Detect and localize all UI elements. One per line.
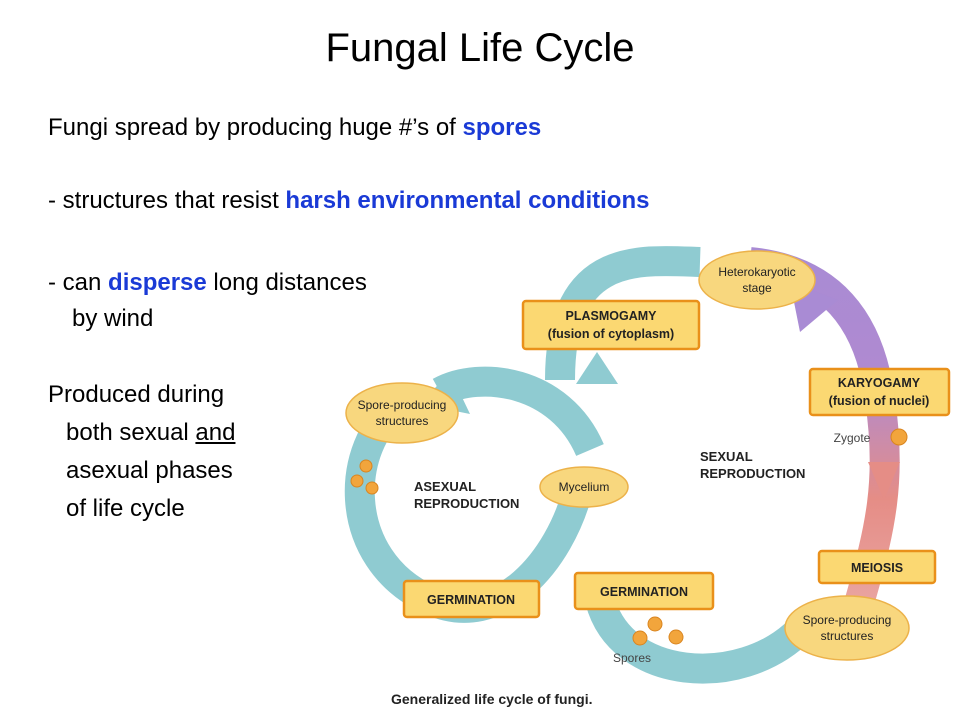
highlight-harsh-conditions: harsh environmental conditions <box>285 187 650 214</box>
spore-structures-top-label: Spore-producing <box>358 398 447 412</box>
arrowhead-to-plasmogamy <box>576 352 618 384</box>
text-line-produced: Produced during <box>48 381 225 408</box>
text-l3-a: - can <box>48 269 109 296</box>
asexual-spore <box>350 474 364 488</box>
text-line-harsh: - structures that resist harsh environme… <box>48 186 649 216</box>
asexual-label: ASEXUAL <box>414 479 476 494</box>
mycelium-ellipse: Mycelium <box>539 466 629 508</box>
karyogamy-label: KARYOGAMY <box>838 376 921 390</box>
sexual-label: SEXUAL <box>700 449 753 464</box>
germination-asexual-label: GERMINATION <box>427 593 515 607</box>
sexual-spore <box>647 616 663 632</box>
spore-structures-ellipse-bottom: Spore-producing structures <box>784 595 910 661</box>
text-line-both: both sexual and <box>66 418 235 448</box>
spore-structures-bottom-label: Spore-producing <box>803 613 892 627</box>
meiosis-box: MEIOSIS <box>817 549 937 585</box>
text-line-wind: by wind <box>72 305 154 332</box>
underlined-and: and <box>195 419 236 446</box>
highlight-disperse: disperse <box>108 269 207 296</box>
spore-structures-top-sublabel: structures <box>376 414 429 428</box>
text-l1-a: Fungi spread by producing huge #’s of <box>48 114 463 141</box>
diagram-caption: Generalized life cycle of fungi. <box>391 691 593 707</box>
spore-structures-bottom-sublabel: structures <box>821 629 874 643</box>
asexual-spore <box>365 481 379 495</box>
karyogamy-sublabel: (fusion of nuclei) <box>829 394 930 408</box>
meiosis-label: MEIOSIS <box>851 561 903 575</box>
text-line-asexual: asexual phases <box>66 457 233 484</box>
asexual-loop-top-arrow <box>432 366 604 457</box>
plasmogamy-box: PLASMOGAMY (fusion of cytoplasm) <box>521 299 701 351</box>
germination-sexual-box: GERMINATION <box>573 571 715 611</box>
zygote-label: Zygote <box>834 431 871 445</box>
heterokaryotic-ellipse: Heterokaryotic stage <box>698 250 816 310</box>
sexual-sublabel: REPRODUCTION <box>700 466 805 481</box>
asexual-sublabel: REPRODUCTION <box>414 496 519 511</box>
germination-asexual-box: GERMINATION <box>402 579 541 619</box>
zygote-spore <box>890 428 908 446</box>
germination-sexual-label: GERMINATION <box>600 585 688 599</box>
heterokaryotic-label: Heterokaryotic <box>718 265 795 279</box>
sexual-spore <box>632 630 648 646</box>
text-l3-c: long distances <box>206 269 367 296</box>
sexual-loop-bottom-arrow <box>585 595 811 684</box>
plasmogamy-label: PLASMOGAMY <box>566 309 658 323</box>
heterokaryotic-sublabel: stage <box>742 281 772 295</box>
mycelium-label: Mycelium <box>559 480 610 494</box>
spores-label: Spores <box>613 651 651 665</box>
text-line-spores: Fungi spread by producing huge #’s of sp… <box>48 113 541 143</box>
karyogamy-box: KARYOGAMY (fusion of nuclei) <box>808 367 951 417</box>
highlight-spores: spores <box>462 114 542 141</box>
arrowhead-to-meiosis <box>868 462 900 500</box>
asexual-spore <box>359 459 373 473</box>
text-line-life-cycle: of life cycle <box>66 495 185 522</box>
plasmogamy-sublabel: (fusion of cytoplasm) <box>548 327 674 341</box>
spore-structures-ellipse-top: Spore-producing structures <box>345 382 459 444</box>
text-l2-a: - structures that resist <box>48 187 286 214</box>
slide-title: Fungal Life Cycle <box>325 26 635 70</box>
sexual-spore <box>668 629 684 645</box>
text-l6-a: both sexual <box>66 419 196 446</box>
text-line-disperse: - can disperse long distances <box>48 268 367 298</box>
